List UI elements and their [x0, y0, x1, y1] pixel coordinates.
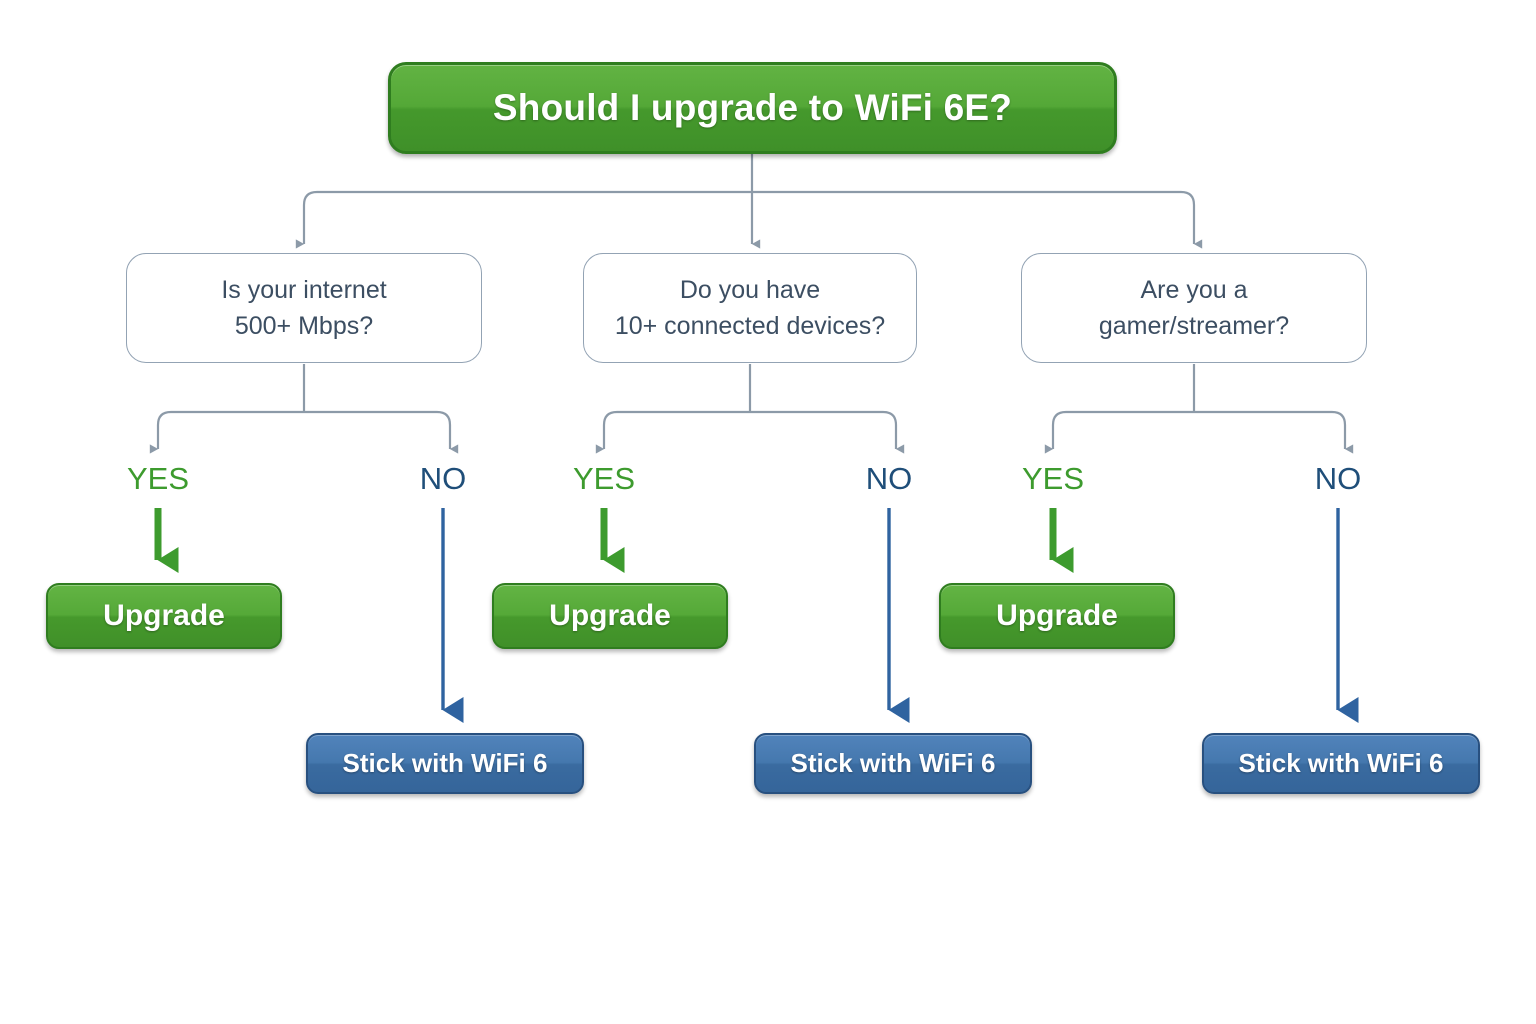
decision-usage-line2: gamer/streamer?: [1098, 312, 1290, 340]
branch-splitter-devices: [595, 364, 905, 454]
outcome-stick-usage-label: Stick with WiFi 6: [1238, 748, 1444, 778]
outcome-upgrade-usage-label: Upgrade: [996, 599, 1118, 632]
branch-label-yes-usage: YES: [1021, 461, 1085, 496]
outcome-upgrade-devices[interactable]: Upgrade: [492, 583, 728, 649]
branch-label-yes-speed: YES: [126, 461, 190, 496]
outcome-stick-speed-label: Stick with WiFi 6: [342, 748, 548, 778]
outcome-upgrade-devices-label: Upgrade: [549, 599, 671, 632]
branch-splitter-speed: [149, 364, 459, 454]
decision-devices-line2: 10+ connected devices?: [614, 312, 886, 340]
root-node-label: Should I upgrade to WiFi 6E?: [492, 87, 1013, 128]
root-connector: [295, 154, 1203, 249]
root-node[interactable]: Should I upgrade to WiFi 6E?: [388, 62, 1117, 154]
decision-speed-line1: Is your internet: [221, 275, 387, 304]
decision-usage-line1: Are you a: [1140, 275, 1248, 304]
yes-arrows: [154, 508, 1074, 573]
branch-label-yes-devices: YES: [572, 461, 636, 496]
decision-box-usage[interactable]: Are you a gamer/streamer?: [1021, 253, 1367, 363]
outcome-upgrade-usage[interactable]: Upgrade: [939, 583, 1175, 649]
outcome-stick-usage[interactable]: Stick with WiFi 6: [1202, 733, 1480, 794]
decision-devices-line1: Do you have: [679, 275, 821, 304]
decision-speed-line2: 500+ Mbps?: [234, 312, 374, 340]
outcome-stick-speed[interactable]: Stick with WiFi 6: [306, 733, 584, 794]
branch-label-no-speed: NO: [419, 461, 467, 496]
branch-splitter-usage: [1044, 364, 1354, 454]
outcome-upgrade-speed-label: Upgrade: [103, 599, 225, 632]
outcome-stick-devices[interactable]: Stick with WiFi 6: [754, 733, 1032, 794]
decision-box-speed[interactable]: Is your internet 500+ Mbps?: [126, 253, 482, 363]
branch-label-no-devices: NO: [865, 461, 913, 496]
decision-box-devices[interactable]: Do you have 10+ connected devices?: [583, 253, 917, 363]
outcome-upgrade-speed[interactable]: Upgrade: [46, 583, 282, 649]
outcome-stick-devices-label: Stick with WiFi 6: [790, 748, 996, 778]
branch-label-no-usage: NO: [1314, 461, 1362, 496]
